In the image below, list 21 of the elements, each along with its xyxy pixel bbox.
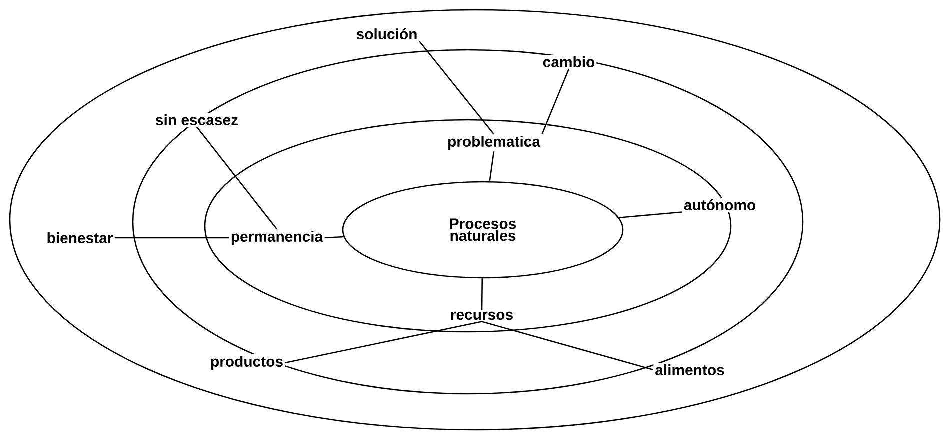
word-label: permanencia: [229, 230, 325, 246]
connector-line: [418, 40, 495, 135]
word-label: alimentos: [654, 363, 726, 377]
connector-line: [619, 212, 682, 218]
connector-line: [196, 126, 278, 230]
connector-line: [324, 236, 344, 239]
word-label: recursos: [448, 310, 516, 322]
connector-line: [489, 152, 495, 182]
connector-line: [542, 68, 570, 135]
word-label: bienestar: [45, 231, 115, 245]
word-label: cambio: [541, 55, 597, 69]
ellipse-node: Procesos naturales: [342, 181, 624, 279]
word-label: productos: [208, 354, 286, 372]
connector-line: [114, 237, 230, 239]
word-label: problematica: [446, 134, 542, 152]
word-label: sin escasez: [154, 113, 240, 127]
word-label: solución: [354, 26, 420, 42]
word-label: autónomo: [682, 198, 758, 212]
connector-line: [285, 321, 482, 364]
connector-line: [481, 278, 484, 310]
connector-line: [482, 321, 654, 371]
